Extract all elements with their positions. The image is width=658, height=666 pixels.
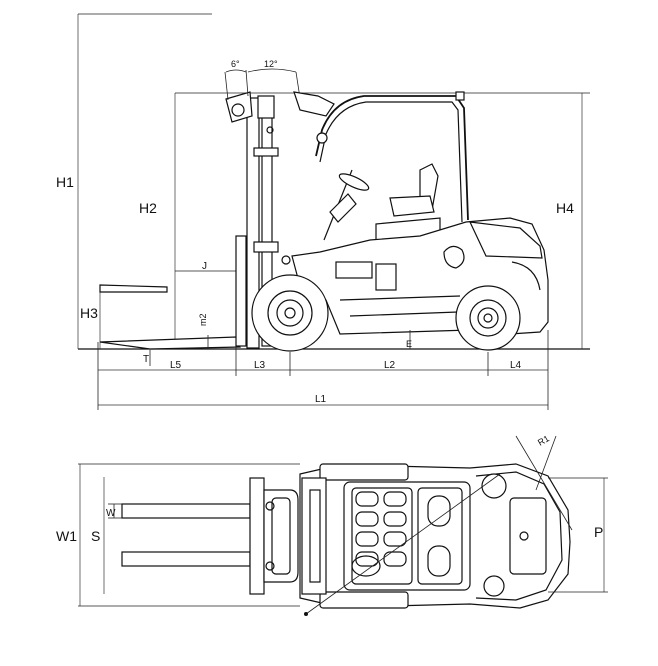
label-h4: H4 — [556, 200, 574, 216]
step — [335, 261, 373, 279]
label-tilt-forward: 6° — [231, 59, 240, 69]
label-e: E — [406, 339, 412, 349]
fork-right — [121, 551, 251, 567]
label-l3: L3 — [254, 360, 266, 371]
rear-light — [443, 245, 465, 269]
guard-frame — [315, 95, 469, 221]
label-h2: H2 — [139, 200, 157, 216]
overhead-guard — [293, 91, 469, 223]
label-w1: W1 — [56, 528, 77, 544]
seat-cushion — [389, 195, 435, 217]
fork-raised — [99, 284, 168, 293]
label-l5: L5 — [170, 360, 182, 371]
mast-crossbar-upper — [253, 147, 279, 157]
label-j: J — [202, 261, 207, 272]
length-dimensions — [97, 330, 549, 410]
front-wheel — [251, 274, 329, 352]
label-l1: L1 — [315, 394, 327, 405]
rear-wheel — [455, 285, 521, 351]
front-wheel-right — [319, 591, 409, 609]
operator-area — [323, 163, 441, 241]
turning-center — [304, 612, 308, 616]
fork-left — [121, 503, 251, 519]
counterweight-top — [468, 221, 543, 259]
pulley-wheel — [231, 103, 245, 117]
label-h1: H1 — [56, 174, 74, 190]
label-l4: L4 — [510, 360, 522, 371]
rear-wheel-left — [481, 473, 507, 499]
tilt-angle-markers — [224, 68, 301, 101]
top-view: W1 S W P R1 — [56, 433, 608, 616]
label-t: T — [143, 354, 149, 365]
battery-cover — [375, 263, 397, 291]
front-wheel-left — [319, 463, 409, 481]
label-tilt-backward: 12° — [264, 59, 278, 69]
mast-crossbar-lower — [253, 241, 279, 253]
label-r1: R1 — [536, 433, 551, 447]
steering-wheel — [338, 173, 370, 191]
rear-wheel-right — [483, 575, 505, 597]
outer-mast-rail — [246, 97, 260, 349]
mast-top-head — [257, 95, 275, 119]
label-m2: m2 — [198, 313, 208, 326]
label-s: S — [91, 528, 100, 544]
carriage-plate — [235, 235, 247, 347]
side-view: H1 H2 H3 H4 L1 L2 L3 L4 L5 T J E m2 6° 1… — [56, 13, 590, 410]
label-p: P — [594, 524, 603, 540]
turning-radius-line — [305, 473, 501, 615]
truck-body-top — [299, 463, 571, 609]
fork-lowered — [99, 336, 241, 350]
overhead-guard-top — [343, 481, 471, 591]
label-w: W — [106, 508, 116, 519]
counterweight-top-view — [475, 471, 563, 601]
top-light — [293, 91, 335, 117]
label-l2: L2 — [384, 360, 396, 371]
label-h3: H3 — [80, 305, 98, 321]
carriage-frame — [263, 489, 299, 583]
mast — [225, 91, 291, 349]
carriage — [249, 477, 265, 595]
mast-top — [301, 477, 327, 595]
control-levers — [329, 193, 357, 223]
